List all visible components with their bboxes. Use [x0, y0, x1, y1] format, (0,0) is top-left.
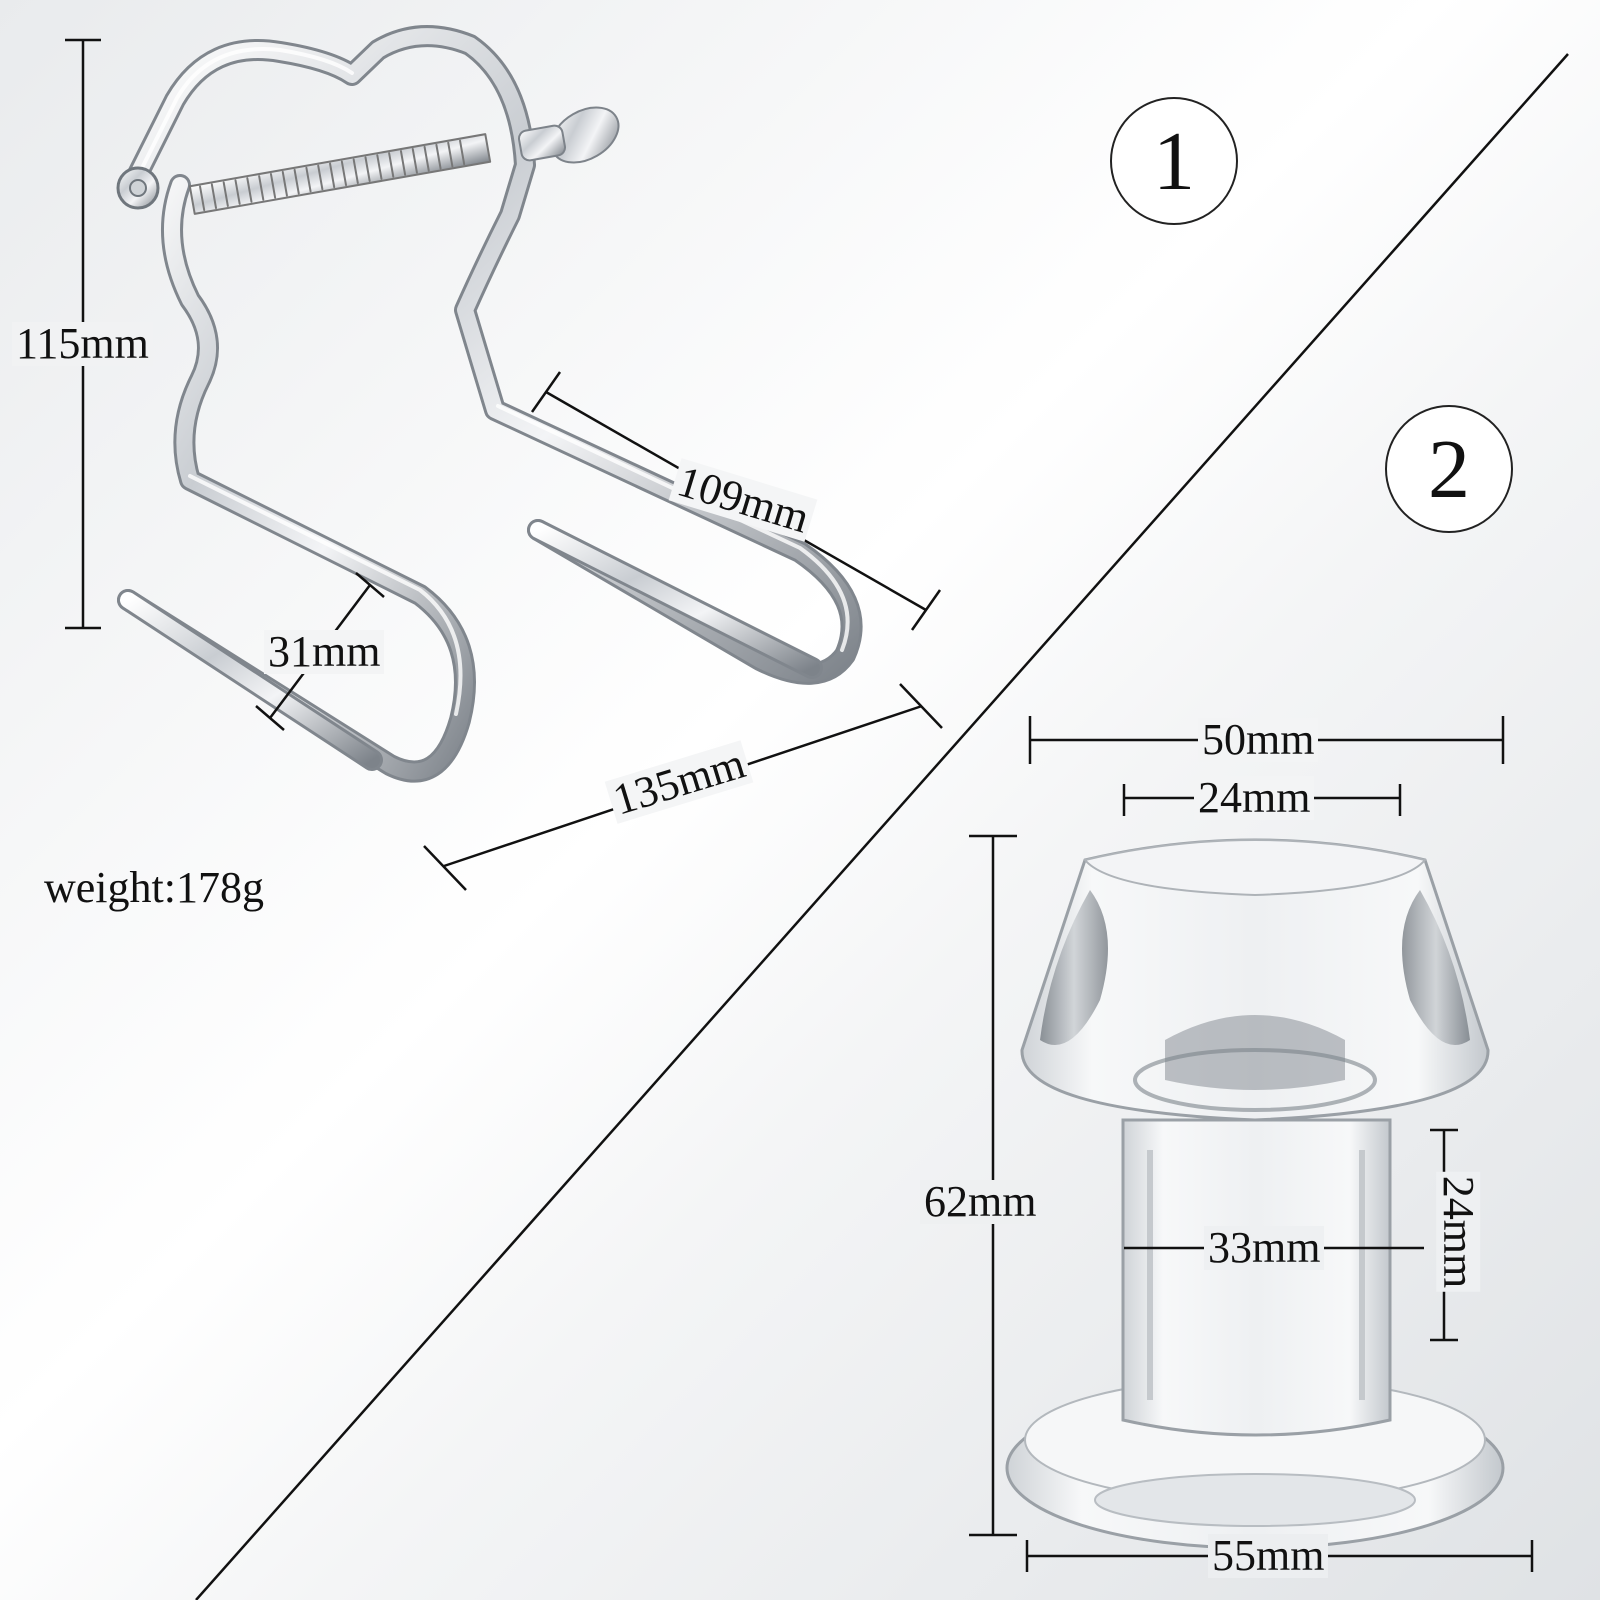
neck-height-label-24: 24mm: [1434, 1171, 1483, 1293]
glass-plug: [1005, 838, 1505, 1550]
top-width-label-50: 50mm: [1198, 718, 1319, 762]
neck-diameter-label-33: 33mm: [1204, 1226, 1325, 1270]
height-label-115: 115mm: [12, 322, 153, 366]
divider-line: [195, 53, 1569, 1600]
weight-label: weight:178g: [44, 863, 264, 912]
gap-label-31: 31mm: [264, 630, 385, 674]
height-label-62: 62mm: [920, 1180, 1041, 1224]
steel-spreader: [116, 25, 863, 783]
base-width-label-55: 55mm: [1208, 1534, 1329, 1578]
item-1-badge: 1: [1110, 97, 1238, 225]
item-2-badge: 2: [1385, 405, 1513, 533]
top-opening-label-24: 24mm: [1194, 776, 1315, 820]
